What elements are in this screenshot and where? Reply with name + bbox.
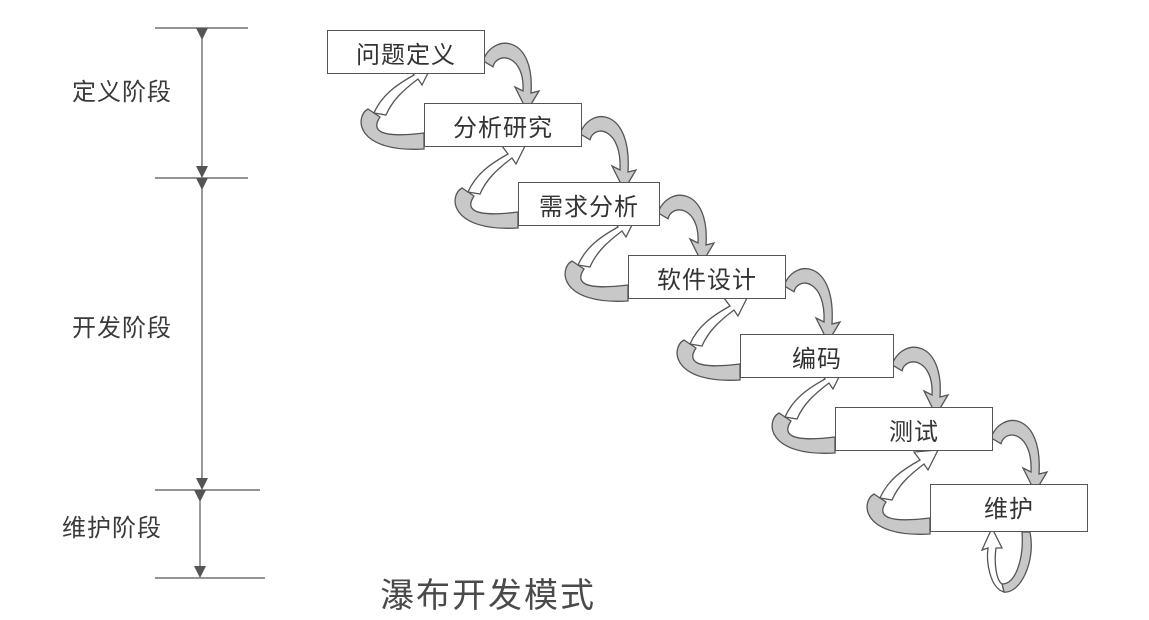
stage-dimension-arrows [194, 28, 208, 578]
forward-arrow-5 [891, 346, 950, 417]
maintenance-loop-band [1001, 531, 1032, 593]
feedback-arrow-1 [373, 64, 434, 116]
feedback-arrow-5 [784, 368, 845, 420]
step-box-problem-definition: 问题定义 [327, 30, 485, 74]
forward-arrow-6 [990, 419, 1049, 494]
step-box-software-design: 软件设计 [628, 255, 786, 299]
feedback-band-2 [454, 187, 519, 229]
feedback-band-1 [360, 108, 425, 150]
stage-label-development: 开发阶段 [72, 314, 172, 342]
step-box-testing: 测试 [835, 407, 993, 451]
feedback-arrow-3 [577, 216, 638, 268]
feedback-band-5 [771, 412, 836, 454]
feedback-arrow-4 [689, 295, 750, 347]
flow-arrows [360, 42, 1049, 593]
maintenance-loop-arrow [980, 526, 1005, 593]
feedback-arrow-2 [467, 143, 528, 195]
forward-arrow-3 [657, 194, 716, 265]
forward-arrow-4 [783, 268, 842, 344]
step-box-maintenance: 维护 [930, 484, 1088, 532]
diagram-caption: 瀑布开发模式 [380, 576, 596, 616]
stage-label-definition: 定义阶段 [72, 78, 172, 106]
step-box-coding: 编码 [740, 334, 894, 378]
step-box-requirements-analysis: 需求分析 [518, 182, 660, 226]
feedback-band-6 [866, 493, 931, 535]
step-box-analysis-research: 分析研究 [424, 103, 582, 147]
stage-boundary-lines [155, 27, 265, 579]
forward-arrow-2 [579, 116, 638, 192]
feedback-band-4 [676, 339, 741, 381]
feedback-band-3 [564, 260, 629, 302]
stage-label-maintenance: 维护阶段 [62, 514, 162, 542]
forward-arrow-1 [482, 42, 541, 113]
feedback-arrow-6 [879, 449, 940, 501]
